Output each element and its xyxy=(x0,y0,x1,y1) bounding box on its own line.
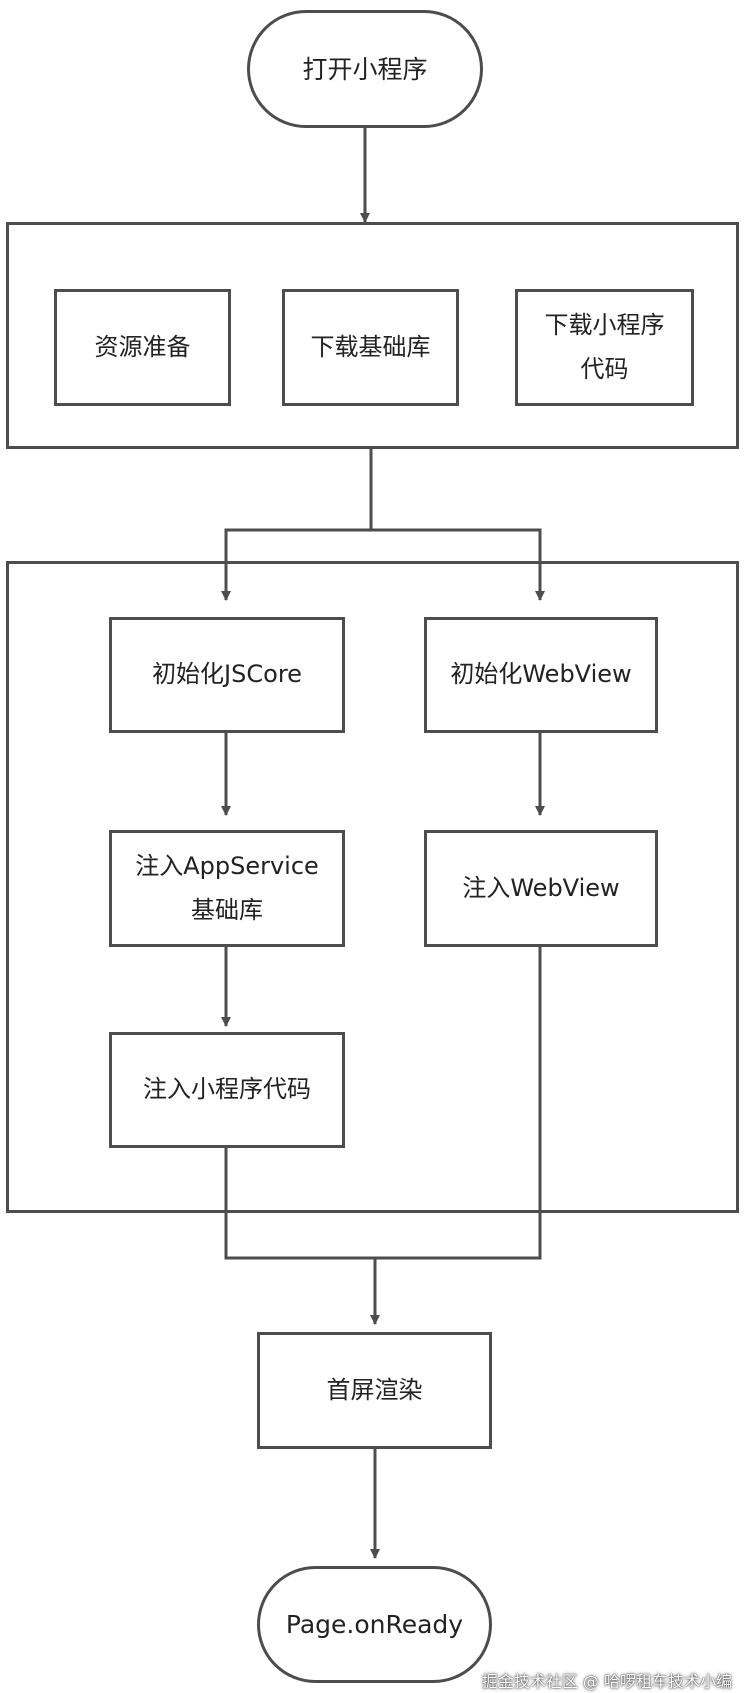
resource-stage-group xyxy=(6,222,739,449)
inject-webview-box: 注入WebView xyxy=(424,830,658,947)
first-screen-render-box: 首屏渲染 xyxy=(257,1332,492,1449)
resource-prep-box: 资源准备 xyxy=(54,289,231,406)
inject-miniprogram-code-box: 注入小程序代码 xyxy=(109,1032,345,1148)
connector-prep-split-right xyxy=(371,528,545,601)
end-node: Page.onReady xyxy=(257,1566,492,1683)
init-jscore-box: 初始化JSCore xyxy=(109,617,345,733)
watermark: 掘金技术社区 @ 哈啰租车技术小编 xyxy=(481,1672,732,1691)
download-miniprogram-code-box: 下载小程序 代码 xyxy=(515,289,694,406)
download-base-lib-box: 下载基础库 xyxy=(282,289,459,406)
init-webview-box: 初始化WebView xyxy=(424,617,658,733)
inject-appservice-box: 注入AppService 基础库 xyxy=(109,830,345,947)
start-node: 打开小程序 xyxy=(247,10,483,128)
connector-merge-left xyxy=(224,947,542,1260)
init-stage-group xyxy=(6,561,739,1213)
connector-prep-split xyxy=(221,449,373,601)
